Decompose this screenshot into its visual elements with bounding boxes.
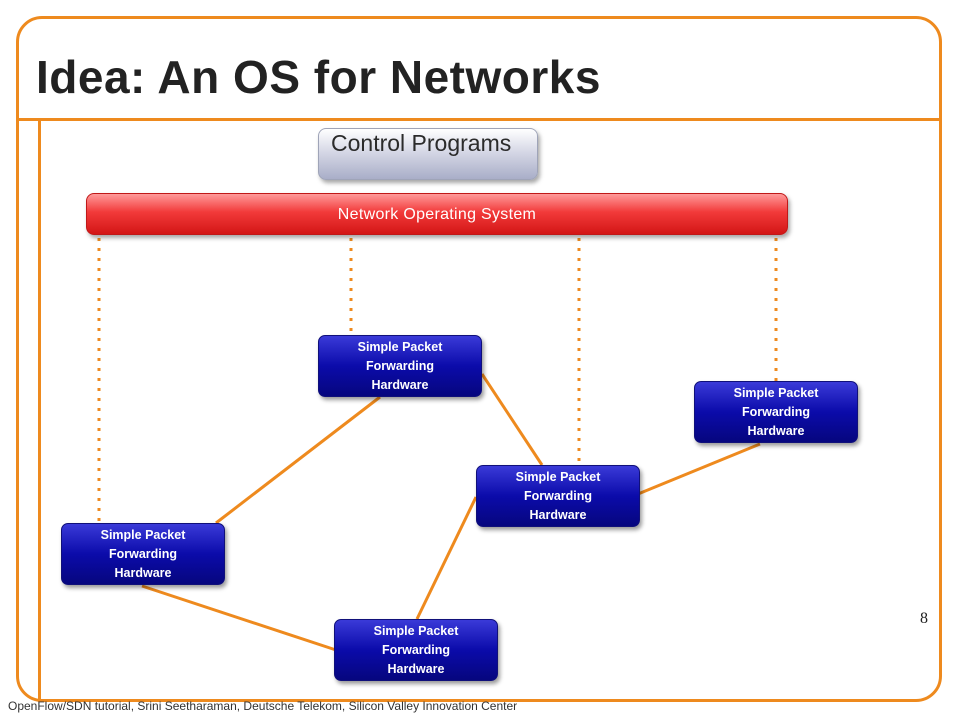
network-os-label: Network Operating System [337,206,537,223]
switch-label-line3: Hardware [529,508,587,522]
switch-label-line1: Simple Packet [733,386,819,400]
link-sw1-sw5 [141,584,337,652]
link-sw2-sw4 [637,442,761,496]
slide-footer: OpenFlow/SDN tutorial, Srini Seetharaman… [8,699,518,713]
switch-box: Simple Packet Forwarding Hardware [61,523,225,585]
switch-label-line2: Forwarding [108,547,178,561]
switch-label-line3: Hardware [114,566,172,580]
slide-title: Idea: An OS for Networks [36,51,601,103]
switch-label-line1: Simple Packet [373,624,459,638]
switch-label-line3: Hardware [747,424,805,438]
switch-label-line3: Hardware [387,662,445,676]
switch-label-line1: Simple Packet [357,340,443,354]
switch-label-line2: Forwarding [365,359,435,373]
switch-box: Simple Packet Forwarding Hardware [334,619,498,681]
control-programs-box: Control Programs [318,128,538,180]
switch-box: Simple Packet Forwarding Hardware [694,381,858,443]
switch-label-line1: Simple Packet [515,470,601,484]
switch-label-line2: Forwarding [523,489,593,503]
control-programs-label: Control Programs [331,130,512,156]
switch-label-line2: Forwarding [741,405,811,419]
switch-label-line3: Hardware [371,378,429,392]
page-number: 8 [920,610,928,627]
link-sw1-sw3 [215,395,381,525]
network-operating-system-bar: Network Operating System [86,193,788,235]
switch-box: Simple Packet Forwarding Hardware [476,465,640,527]
left-divider [38,121,41,702]
switch-box: Simple Packet Forwarding Hardware [318,335,482,397]
title-divider [16,118,942,121]
link-sw3-sw2 [480,373,544,466]
switch-label-line2: Forwarding [381,643,451,657]
link-sw2-sw5 [415,496,478,620]
switch-label-line1: Simple Packet [100,528,186,542]
slide-frame [16,16,942,702]
